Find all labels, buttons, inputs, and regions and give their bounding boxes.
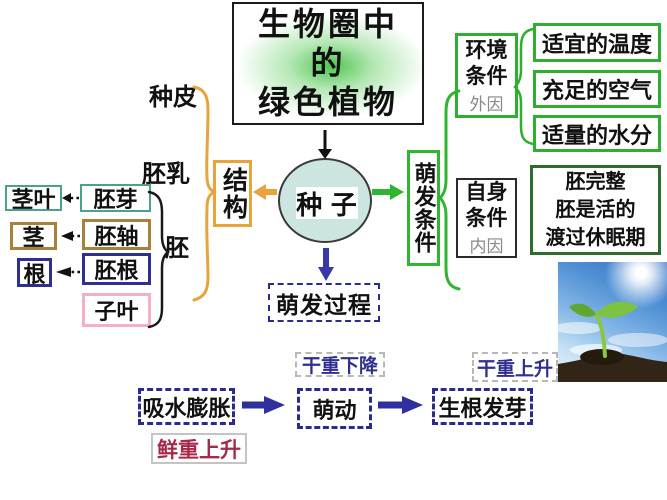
external-conditions-box: 环境条件 外因 [455, 33, 518, 118]
dry-weight-up-note: 干重上升 [472, 352, 558, 382]
fresh-weight-up-note: 鲜重上升 [151, 433, 247, 464]
seed-coat-label: 种皮 [149, 85, 197, 111]
air-box: 充足的空气 [533, 70, 661, 108]
germination-conditions-box: 萌发条件 [407, 150, 440, 266]
dotted-arrow-radicle-to-root [56, 267, 80, 277]
embryo-alive-line: 胚是活的 [555, 199, 636, 221]
plumule-box: 胚芽 [80, 184, 151, 212]
root-box: 根 [17, 258, 52, 287]
title-box: 生物圈中 的 绿色植物 [232, 2, 424, 125]
arrow-seed-to-structure [253, 184, 277, 200]
arrow-seed-to-process [318, 248, 334, 281]
seed-node: 种 子 [278, 158, 372, 243]
title-line-3: 绿色植物 [257, 84, 398, 120]
dry-weight-down-note: 干重下降 [295, 352, 385, 377]
internal-items-box: 胚完整 胚是活的 渡过休眠期 [530, 165, 661, 255]
external-tag: 外因 [469, 94, 504, 114]
embryo-label: 胚 [165, 236, 189, 262]
structure-box: 结构 [213, 160, 252, 227]
seedling-photo-art [558, 301, 667, 382]
dormancy-passed-line: 渡过休眠期 [545, 227, 646, 249]
internal-conditions-label: 自身条件 [465, 180, 508, 230]
radicle-box: 胚根 [82, 253, 151, 285]
internal-conditions-box: 自身条件 内因 [456, 178, 517, 258]
external-conditions-label: 环境条件 [465, 37, 508, 88]
embryo-intact-line: 胚完整 [565, 171, 626, 193]
title-line-2: 的 [310, 45, 346, 81]
stem-leaf-box: 茎叶 [5, 185, 62, 212]
rooting-box: 生根发芽 [432, 388, 533, 425]
arrow-sprout-to-rooting [378, 396, 423, 414]
stem-box: 茎 [10, 222, 57, 250]
sprout-stir-box: 萌动 [297, 388, 372, 429]
seed-label: 种 子 [296, 187, 358, 220]
cotyledon-box: 子叶 [82, 293, 151, 327]
temperature-box: 适宜的温度 [533, 23, 661, 62]
dotted-arrow-plumule-to-stemleaf [62, 193, 79, 203]
internal-tag: 内因 [469, 237, 504, 256]
germination-process-box: 萌发过程 [268, 283, 380, 322]
brace-structure-parts [192, 85, 217, 302]
seedling-photo [558, 262, 667, 382]
absorb-swell-box: 吸水膨胀 [138, 388, 235, 425]
arrow-absorb-to-sprout [242, 396, 285, 414]
title-line-1: 生物圈中 [257, 6, 398, 42]
hypocotyl-box: 胚轴 [82, 219, 151, 250]
water-box: 适量的水分 [533, 115, 661, 152]
endosperm-label: 胚乳 [142, 162, 190, 188]
arrow-seed-to-germination [372, 184, 404, 200]
dotted-arrow-hypocotyl-to-stem [61, 231, 80, 241]
arrow-title-to-seed [318, 130, 332, 159]
